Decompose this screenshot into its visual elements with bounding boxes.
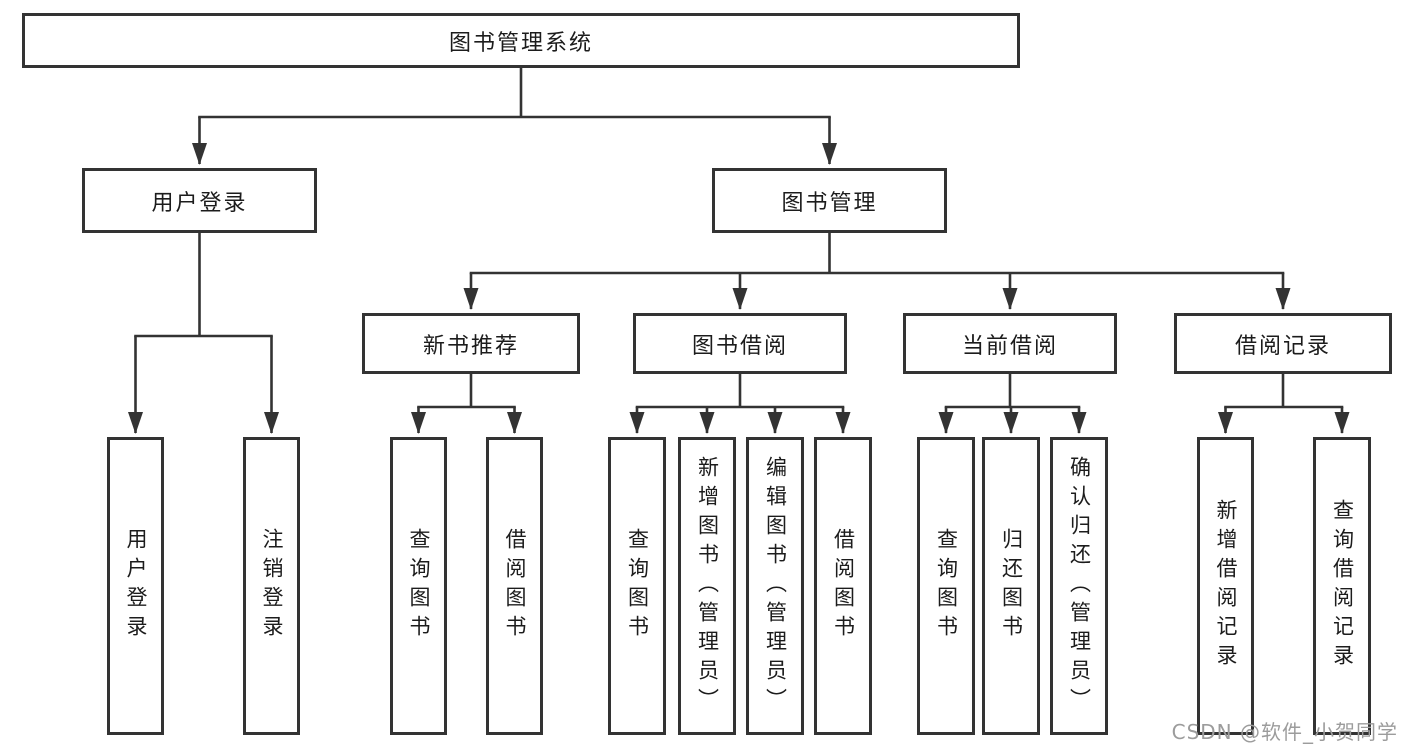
node-new-book-recommend-label: 新书推荐: [422, 333, 519, 359]
leaf-query-books-borrow: 查询图书: [608, 437, 666, 735]
leaf-edit-book-admin: 编辑图书（管理员）: [746, 437, 804, 735]
leaf-edit-book-admin-label: 编辑图书（管理员）: [763, 455, 788, 717]
leaf-query-books-current-label: 查询图书: [934, 528, 959, 644]
leaf-query-books-current: 查询图书: [917, 437, 975, 735]
leaf-user-login-label: 用户登录: [124, 528, 148, 644]
node-book-borrow: 图书借阅: [633, 313, 847, 374]
leaf-query-books-recommend-label: 查询图书: [407, 528, 431, 644]
leaf-add-borrow-record: 新增借阅记录: [1197, 437, 1254, 735]
edges-borrow-records: [1218, 374, 1350, 434]
leaf-borrow-books-label: 借阅图书: [831, 528, 856, 644]
edges-book-management: [463, 233, 1291, 310]
edges-root-to-level2: [192, 68, 837, 165]
leaf-logout: 注销登录: [243, 437, 300, 735]
leaf-borrow-books-recommend-label: 借阅图书: [503, 528, 527, 644]
csdn-watermark: CSDN @软件_小贺同学: [1171, 720, 1398, 744]
edges-current-borrow: [938, 374, 1087, 434]
leaf-query-books-recommend: 查询图书: [390, 437, 447, 735]
node-user-login-label: 用户登录: [151, 190, 248, 216]
leaf-query-books-borrow-label: 查询图书: [625, 528, 650, 644]
node-library-system: 图书管理系统: [22, 13, 1020, 68]
node-borrow-records: 借阅记录: [1174, 313, 1392, 374]
node-new-book-recommend: 新书推荐: [362, 313, 580, 374]
leaf-return-book-label: 归还图书: [999, 528, 1024, 644]
node-current-borrow: 当前借阅: [903, 313, 1117, 374]
node-book-management-label: 图书管理: [781, 190, 878, 216]
leaf-add-borrow-record-label: 新增借阅记录: [1214, 499, 1238, 673]
leaf-query-borrow-record: 查询借阅记录: [1313, 437, 1371, 735]
node-book-borrow-label: 图书借阅: [691, 333, 788, 359]
leaf-confirm-return-admin: 确认归还（管理员）: [1050, 437, 1108, 735]
leaf-return-book: 归还图书: [982, 437, 1040, 735]
leaf-confirm-return-admin-label: 确认归还（管理员）: [1067, 455, 1092, 717]
leaf-logout-label: 注销登录: [260, 528, 284, 644]
node-user-login: 用户登录: [82, 168, 317, 233]
node-book-management: 图书管理: [712, 168, 947, 233]
edges-user-login: [128, 233, 279, 434]
leaf-add-book-admin: 新增图书（管理员）: [678, 437, 736, 735]
leaf-borrow-books-recommend: 借阅图书: [486, 437, 543, 735]
node-borrow-records-label: 借阅记录: [1234, 333, 1331, 359]
edges-new-book-recommend: [411, 374, 522, 434]
leaf-user-login: 用户登录: [107, 437, 164, 735]
node-current-borrow-label: 当前借阅: [961, 333, 1058, 359]
leaf-query-borrow-record-label: 查询借阅记录: [1330, 499, 1355, 673]
edges-book-borrow: [629, 374, 851, 434]
leaf-borrow-books: 借阅图书: [814, 437, 872, 735]
node-library-system-label: 图书管理系统: [448, 30, 593, 56]
leaf-add-book-admin-label: 新增图书（管理员）: [695, 455, 720, 717]
